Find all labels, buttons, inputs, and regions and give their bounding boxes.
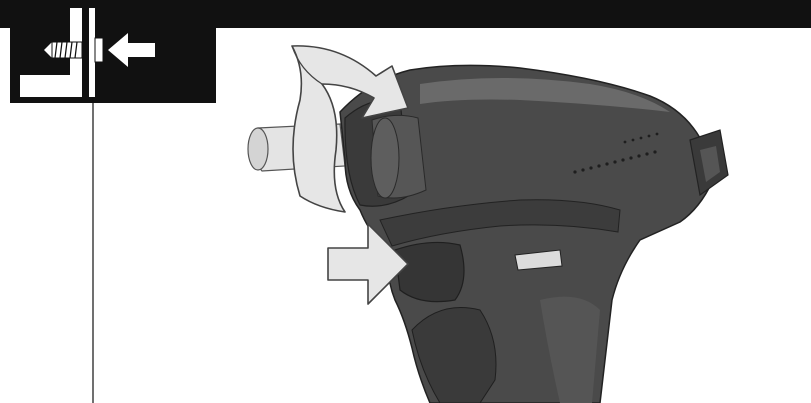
left-arrow-icon [108,33,155,67]
screw-mounting-icon [20,8,104,97]
push-arrow-icon [327,223,409,305]
curved-arrow-icon [291,45,409,213]
